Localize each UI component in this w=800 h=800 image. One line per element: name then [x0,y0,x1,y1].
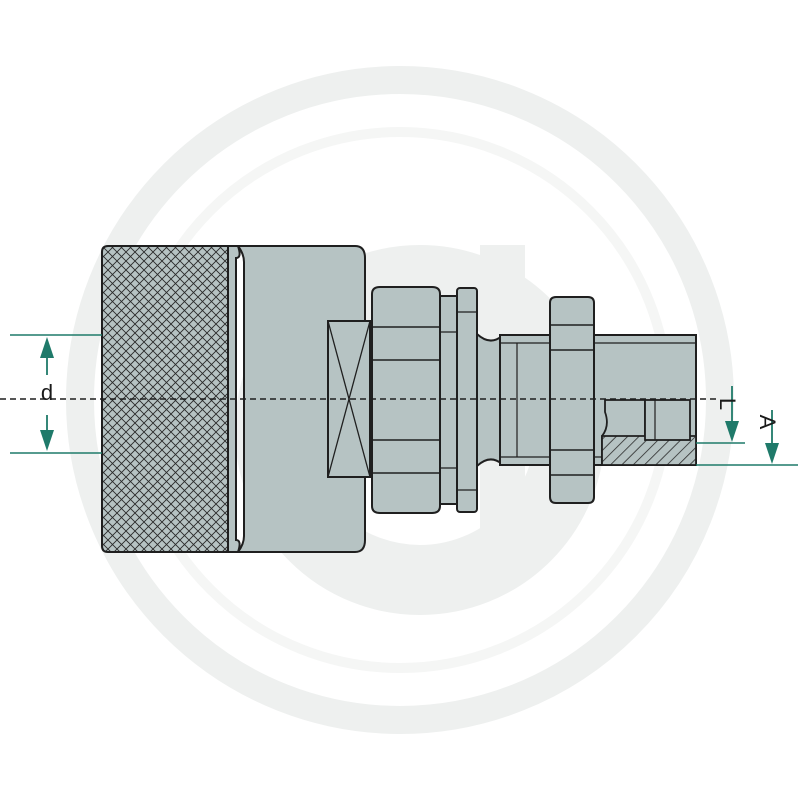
hex-nut [371,286,441,514]
coupling-neck [476,331,503,469]
lock-nut [549,296,595,504]
diameter-dimension [10,334,102,454]
arrow-up-icon [40,337,54,358]
washer-stack [439,287,478,513]
length-label: L [715,398,740,410]
arrow-down-icon [765,443,779,464]
depth-dimension [696,410,798,466]
length-dimension [696,386,745,444]
thread-section [601,399,697,466]
arrow-down-icon [725,421,739,442]
arrow-down-icon [40,430,54,451]
depth-label: A [755,415,780,430]
diameter-label: d [41,380,53,405]
